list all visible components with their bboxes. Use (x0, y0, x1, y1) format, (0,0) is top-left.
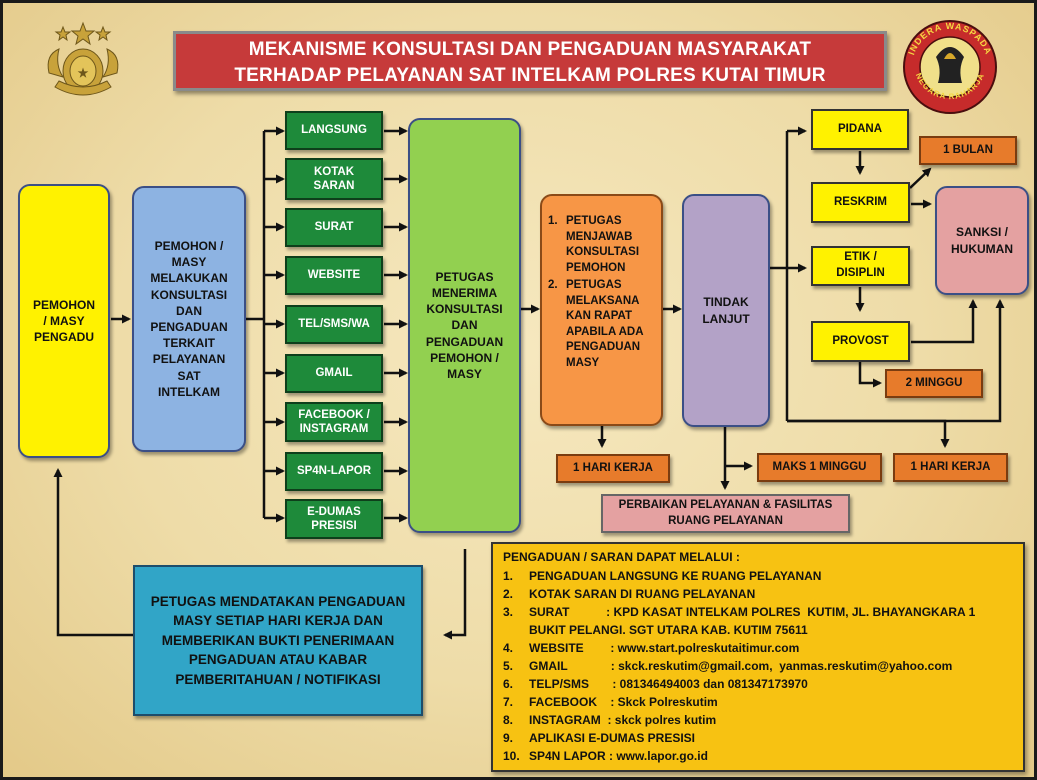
police-emblem-icon: ★ (47, 21, 119, 96)
title-line-2: TERHADAP PELAYANAN SAT INTELKAM POLRES K… (234, 65, 826, 86)
channel-langsung: LANGSUNG (285, 111, 383, 150)
info-item: 4.WEBSITE : www.start.polreskutaitimur.c… (503, 641, 800, 655)
info-item: 5.GMAIL : skck.reskutim@gmail.com, yanma… (503, 659, 953, 673)
info-item: 7.FACEBOOK : Skck Polreskutim (503, 695, 718, 709)
node-petugas: 1.PETUGAS MENJAWAB KONSULTASI PEMOHON 2.… (540, 194, 663, 426)
channel-sp4n-lapor: SP4N-LAPOR (285, 452, 383, 491)
channel-facebook-instagram: FACEBOOK / INSTAGRAM (285, 402, 383, 442)
duration-1-hari-kerja-right: 1 HARI KERJA (893, 453, 1008, 482)
node-pidana: PIDANA (811, 109, 909, 150)
title-line-1: MEKANISME KONSULTASI DAN PENGADUAN MASYA… (248, 39, 812, 60)
node-provost: PROVOST (811, 321, 910, 362)
diagram-title: MEKANISME KONSULTASI DAN PENGADUAN MASYA… (173, 31, 887, 91)
duration-2-minggu: 2 MINGGU (885, 369, 983, 398)
intelkam-badge-icon: INDERA WASPADA NEGARA RAHARJA (903, 20, 997, 114)
node-sanksi-label: SANKSI / HUKUMAN (951, 225, 1013, 256)
node-menerima: PETUGAS MENERIMA KONSULTASI DAN PENGADUA… (408, 118, 521, 533)
info-item: 10.SP4N LAPOR : www.lapor.go.id (503, 749, 708, 763)
channel-surat: SURAT (285, 208, 383, 247)
node-tindak-lanjut: TINDAK LANJUT (682, 194, 770, 427)
node-melakukan-label: PEMOHON / MASY MELAKUKAN KONSULTASI DAN … (150, 239, 228, 399)
node-reskrim: RESKRIM (811, 182, 910, 223)
channel-gmail: GMAIL (285, 354, 383, 393)
info-item: 2.KOTAK SARAN DI RUANG PELAYANAN (503, 587, 756, 601)
node-perbaikan: PERBAIKAN PELAYANAN & FASILITAS RUANG PE… (601, 494, 850, 533)
node-pemohon: PEMOHON / MASY PENGADU (18, 184, 110, 458)
node-mendatakan-label: PETUGAS MENDATAKAN PENGADUAN MASY SETIAP… (150, 593, 406, 687)
info-item: 9.APLIKASI E-DUMAS PRESISI (503, 731, 696, 745)
channel-kotak-saran: KOTAK SARAN (285, 158, 383, 200)
petugas-step-1: PETUGAS MENJAWAB KONSULTASI PEMOHON (566, 215, 640, 274)
petugas-step-2: PETUGAS MELAKSANA KAN RAPAT APABILA ADA … (566, 279, 644, 369)
duration-maks-1-minggu: MAKS 1 MINGGU (757, 453, 882, 482)
svg-text:★: ★ (78, 66, 89, 80)
duration-1-bulan: 1 BULAN (919, 136, 1017, 165)
info-item: 3.SURAT : KPD KASAT INTELKAM POLRES KUTI… (503, 605, 979, 637)
node-mendatakan: PETUGAS MENDATAKAN PENGADUAN MASY SETIAP… (133, 565, 423, 716)
info-item: 6.TELP/SMS : 081346494003 dan 0813471739… (503, 677, 808, 691)
node-melakukan: PEMOHON / MASY MELAKUKAN KONSULTASI DAN … (132, 186, 246, 452)
info-item: 8.INSTAGRAM : skck polres kutim (503, 713, 717, 727)
node-etik-disiplin: ETIK / DISIPLIN (811, 246, 910, 286)
node-tindak-lanjut-label: TINDAK LANJUT (702, 295, 750, 326)
duration-1-hari-kerja-left: 1 HARI KERJA (556, 454, 670, 483)
channel-website: WEBSITE (285, 256, 383, 295)
node-sanksi: SANKSI / HUKUMAN (935, 186, 1029, 295)
node-pemohon-label: PEMOHON / MASY PENGADU (32, 297, 95, 345)
channel-tel-sms-wa: TEL/SMS/WA (285, 305, 383, 344)
info-heading: PENGADUAN / SARAN DAPAT MELALUI : (503, 550, 740, 564)
node-menerima-label: PETUGAS MENERIMA KONSULTASI DAN PENGADUA… (425, 269, 504, 381)
channel-e-dumas: E-DUMAS PRESISI (285, 499, 383, 539)
info-panel: PENGADUAN / SARAN DAPAT MELALUI : 1.PENG… (491, 542, 1025, 772)
info-item: 1.PENGADUAN LANGSUNG KE RUANG PELAYANAN (503, 569, 822, 583)
